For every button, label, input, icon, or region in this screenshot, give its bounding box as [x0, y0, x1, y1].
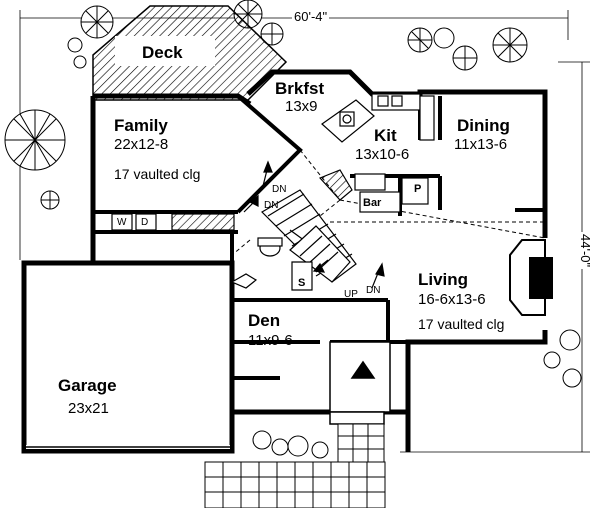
room-size-dining: 11x13-6: [454, 136, 508, 153]
room-note-living: 17 vaulted clg: [418, 316, 505, 332]
room-size-living: 16-6x13-6: [418, 291, 486, 308]
room-name-dining: Dining: [457, 116, 510, 135]
room-name-garage: Garage: [58, 376, 117, 395]
laundry: [111, 213, 235, 231]
stair-label-dn-2: DN: [264, 200, 279, 211]
garage-walls: [21, 260, 235, 454]
powder-room: [230, 237, 283, 289]
stair-label-up: UP: [344, 289, 358, 300]
room-name-living: Living: [418, 270, 469, 289]
shower-label: S: [298, 277, 306, 289]
front-walk: [204, 423, 386, 508]
room-size-den: 11x9-6: [248, 332, 293, 349]
washer-label: W: [117, 217, 127, 228]
kitchen-counters: [318, 93, 435, 213]
room-size-brkfst: 13x9: [285, 98, 318, 115]
room-name-family: Family: [114, 116, 168, 135]
room-note-family: 17 vaulted clg: [114, 166, 201, 182]
room-name-den: Den: [248, 311, 281, 330]
overall-depth: 44'-0": [578, 232, 593, 270]
stair-label-dn-1: DN: [272, 184, 287, 195]
room-size-kit: 13x10-6: [355, 146, 410, 163]
room-size-garage: 23x21: [68, 400, 109, 417]
windows: [21, 89, 548, 415]
room-name-deck: Deck: [142, 43, 183, 62]
stairs: [261, 189, 357, 291]
room-name-brkfst: Brkfst: [275, 79, 325, 98]
stair-label-dn-3: DN: [366, 285, 381, 296]
fireplace: [509, 239, 553, 316]
overall-width: 60'-4": [292, 9, 330, 24]
bar-label: Bar: [363, 197, 382, 209]
stair-arrows: [243, 160, 385, 289]
pantry-label: P: [414, 183, 422, 195]
dryer-label: D: [141, 217, 149, 228]
room-name-kit: Kit: [374, 126, 397, 145]
entry-porch: [329, 341, 391, 425]
room-size-family: 22x12-8: [114, 136, 169, 153]
